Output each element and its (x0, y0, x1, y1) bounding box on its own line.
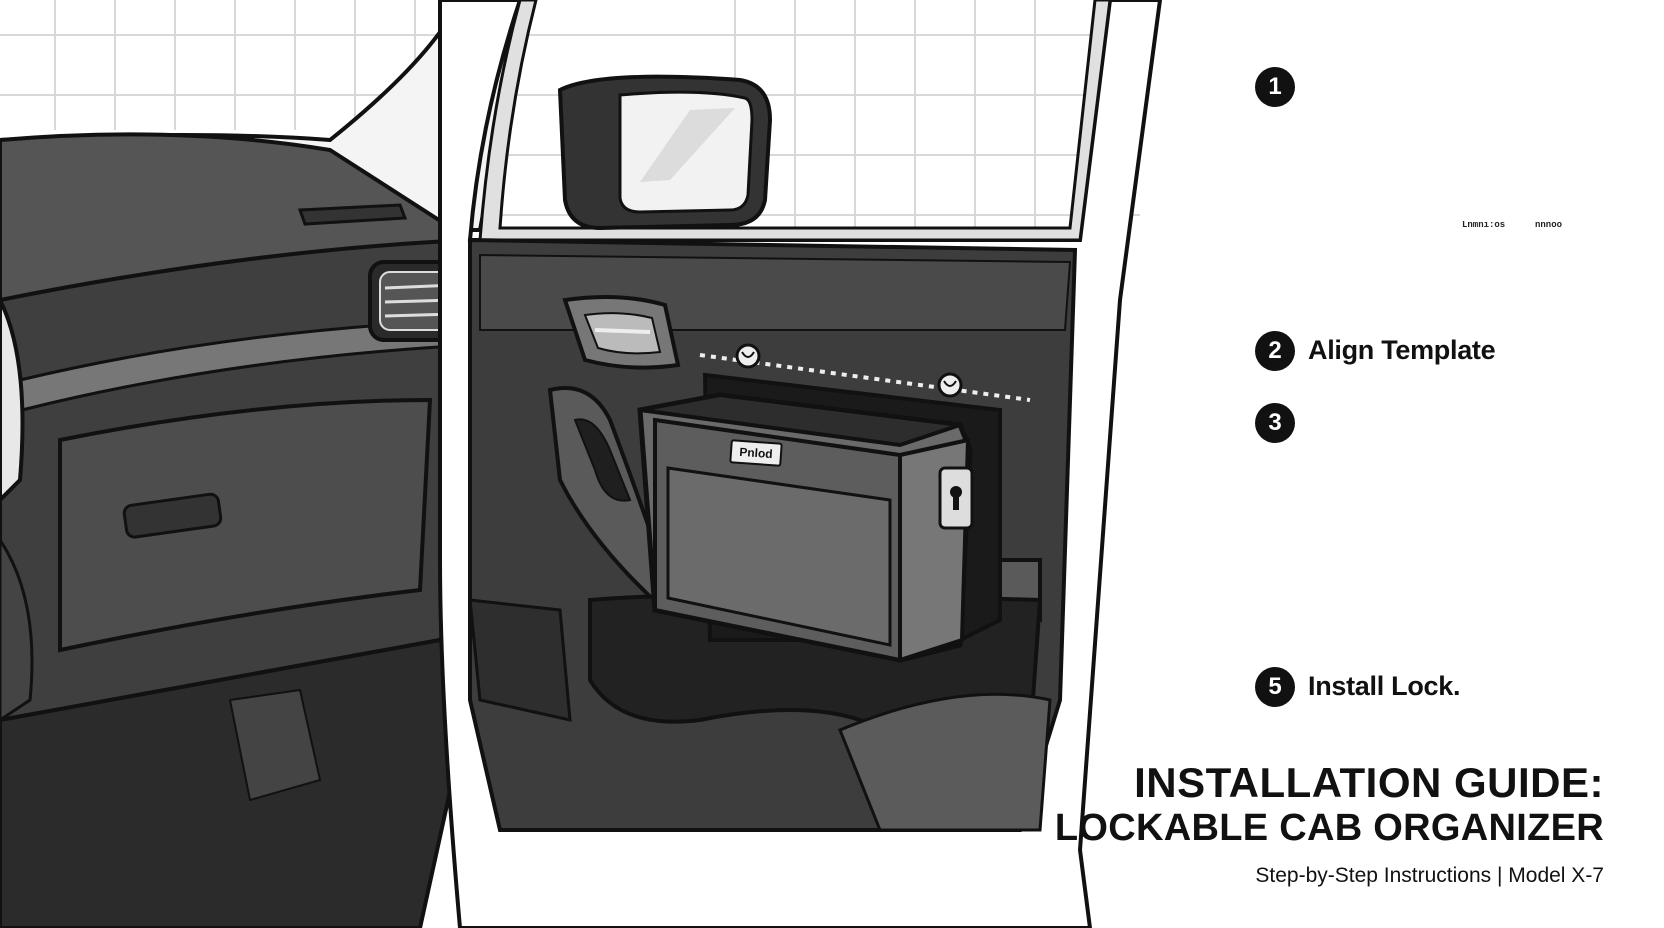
page-subtitle-title: LOCKABLE CAB ORGANIZER (1054, 807, 1604, 849)
title-block: INSTALLATION GUIDE: LOCKABLE CAB ORGANIZ… (1055, 760, 1604, 888)
step-3-badge: 3 (1255, 403, 1295, 443)
floor (0, 637, 473, 928)
keyhole-lock-icon (938, 466, 974, 530)
step-2-badge: 2 (1255, 331, 1295, 371)
organizer-bin (637, 392, 974, 663)
plate-text-left: Lnmnı:os (1462, 220, 1506, 230)
mounting-bolt-icon (735, 343, 761, 369)
plate-text-right: nnnoo (1535, 220, 1563, 230)
side-mirror (557, 74, 773, 231)
mounting-bolt-icon (937, 372, 963, 398)
step-2-label: Align Template (1308, 335, 1496, 365)
page-title: INSTALLATION GUIDE: (1134, 759, 1604, 806)
step-5-label: Install Lock. (1308, 671, 1461, 701)
step-5-badge: 5 (1255, 667, 1295, 707)
glovebox (58, 397, 433, 653)
page-subtitle: Step-by-Step Instructions | Model X-7 (1255, 864, 1604, 887)
organizer-label: Pnlod (729, 439, 783, 467)
door-handle[interactable] (562, 294, 681, 370)
step-1-badge: 1 (1255, 67, 1295, 107)
